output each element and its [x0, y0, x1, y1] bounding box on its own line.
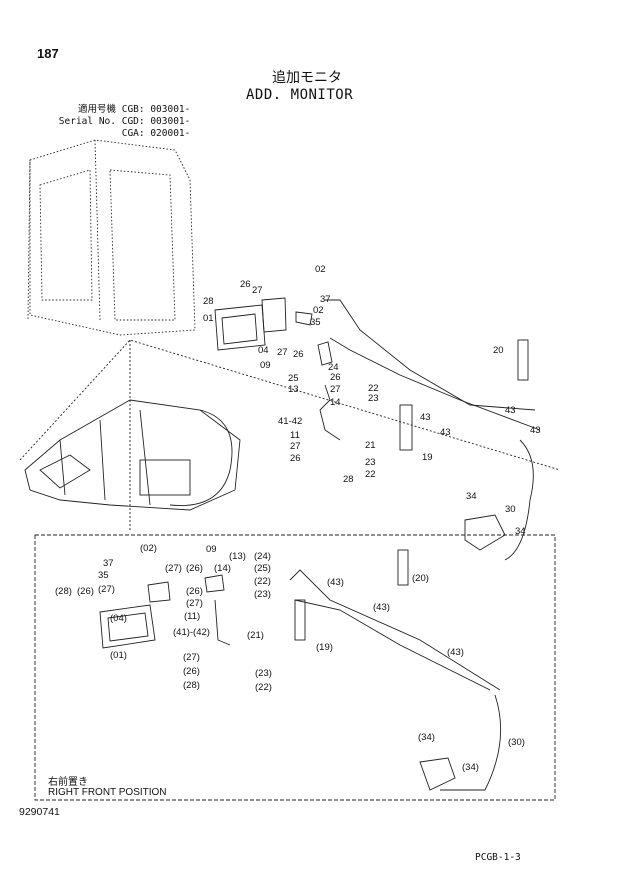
- main-callout: 34: [515, 526, 526, 537]
- inset-callout: (28): [183, 680, 200, 691]
- main-callout: 41-42: [278, 416, 302, 427]
- inset-callout: (04): [110, 613, 127, 624]
- inset-callout: (26): [77, 586, 94, 597]
- inset-callout: (26): [183, 666, 200, 677]
- chassis-sketch: [24, 399, 241, 511]
- main-callout: 28: [203, 296, 214, 307]
- inset-callout: 09: [206, 544, 217, 555]
- inset-callout: (27): [98, 584, 115, 595]
- inset-callout: (14): [214, 563, 231, 574]
- inset-callout: (19): [316, 642, 333, 653]
- main-callout: 02: [313, 305, 324, 316]
- main-callout: 26: [290, 453, 301, 464]
- main-callout: 20: [493, 345, 504, 356]
- cab-outline: [27, 139, 196, 336]
- main-callout: 22: [368, 383, 379, 394]
- serial-row: CGA: 020001-: [121, 128, 191, 139]
- footer-code: PCGB-1-3: [475, 852, 521, 863]
- inset-callout: (27): [186, 598, 203, 609]
- main-callout: 11: [290, 430, 300, 441]
- serial-row: Serial No. CGD: 003001-: [58, 116, 191, 127]
- inset-callout: (27): [165, 563, 182, 574]
- inset-callout: (43): [447, 647, 464, 658]
- serial-info: 適用号機 CGB: 003001- Serial No. CGD: 003001…: [46, 104, 191, 140]
- main-callout: 43: [530, 425, 541, 436]
- inset-callout: (23): [254, 589, 271, 600]
- inset-callout: (27): [183, 652, 200, 663]
- inset-callout: (22): [255, 682, 272, 693]
- main-callout: 27: [252, 285, 263, 296]
- page-number: 187: [37, 46, 59, 61]
- monitor-assembly: [214, 297, 333, 366]
- serial-row: 適用号機 CGB: 003001-: [77, 104, 191, 115]
- inset-callout: 35: [98, 570, 109, 581]
- main-callout: 27: [277, 347, 288, 358]
- main-callout: 26: [240, 279, 251, 290]
- inset-callout: (24): [254, 551, 271, 562]
- inset-frame: [34, 534, 556, 801]
- main-callout: 02: [315, 264, 326, 275]
- main-callout: 34: [466, 491, 477, 502]
- main-callout: 35: [310, 317, 321, 328]
- inset-callout: (41)-(42): [173, 627, 210, 638]
- inset-callout: (43): [327, 577, 344, 588]
- main-callout: 26: [293, 349, 304, 360]
- inset-callout: (13): [229, 551, 246, 562]
- main-callout: 43: [440, 427, 451, 438]
- inset-callout: (26): [186, 586, 203, 597]
- inset-callout: (22): [254, 576, 271, 587]
- main-callout: 09: [260, 360, 271, 371]
- main-callout: 01: [203, 313, 214, 324]
- main-callout: 24: [328, 362, 339, 373]
- main-callout: 43: [420, 412, 431, 423]
- title-japanese: 追加モニタ: [272, 70, 342, 86]
- main-callout: 25: [288, 373, 299, 384]
- inset-callout: (11): [184, 611, 200, 622]
- main-callout: 43: [505, 405, 516, 416]
- inset-callout: (43): [373, 602, 390, 613]
- inset-callout: (02): [140, 543, 157, 554]
- main-callout: 27: [290, 441, 301, 452]
- main-callout: 13: [288, 384, 299, 395]
- title-english: ADD. MONITOR: [246, 87, 354, 103]
- main-callout: 14: [330, 397, 341, 408]
- document-number: 9290741: [19, 806, 60, 818]
- main-callout: 23: [368, 393, 379, 404]
- inset-callout: (01): [110, 650, 127, 661]
- main-callout: 22: [365, 469, 376, 480]
- main-callout: 26: [330, 372, 341, 383]
- main-callout: 23: [365, 457, 376, 468]
- inset-callout: (26): [186, 563, 203, 574]
- inset-position-en: RIGHT FRONT POSITION: [48, 787, 167, 798]
- main-callout: 21: [365, 440, 376, 451]
- inset-callout: (23): [255, 668, 272, 679]
- inset-assembly: [99, 549, 502, 791]
- main-callout: 37: [320, 294, 331, 305]
- inset-callout: (34): [462, 762, 479, 773]
- inset-callout: (34): [418, 732, 435, 743]
- main-callout: 04: [258, 345, 269, 356]
- inset-callout: (21): [247, 630, 264, 641]
- main-callout: 27: [330, 384, 341, 395]
- main-callout: 30: [505, 504, 516, 515]
- inset-callout: (20): [412, 573, 429, 584]
- main-callout: 28: [343, 474, 354, 485]
- inset-callout: 37: [103, 558, 114, 569]
- inset-callout: (28): [55, 586, 72, 597]
- inset-callout: (30): [508, 737, 525, 748]
- cable-main: [319, 299, 541, 561]
- inset-position-jp: 右前置き: [48, 777, 88, 788]
- main-callout: 19: [422, 452, 433, 463]
- inset-callout: (25): [254, 563, 271, 574]
